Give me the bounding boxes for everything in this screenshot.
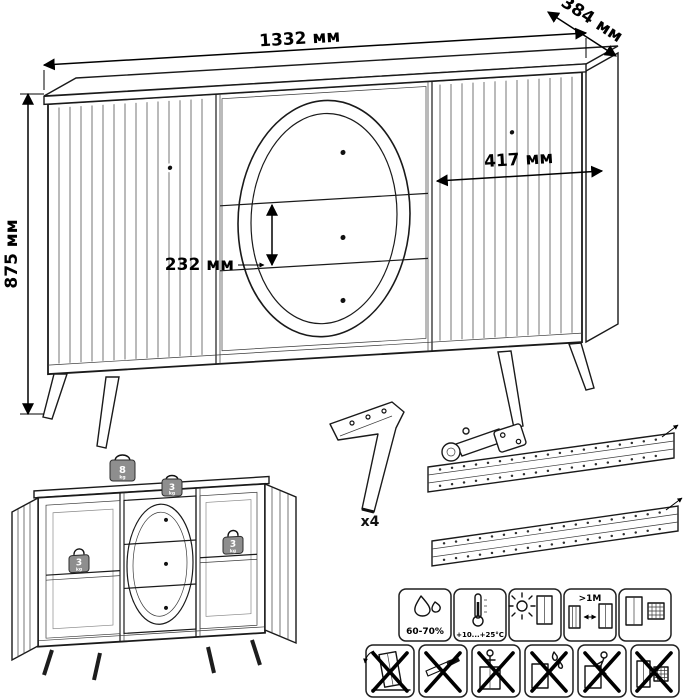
open-bottom-line bbox=[38, 626, 265, 642]
leg-mid-right bbox=[497, 350, 524, 429]
center-panel-frame bbox=[221, 86, 427, 352]
shelves bbox=[46, 553, 257, 576]
cabinet-side-face bbox=[585, 51, 619, 344]
top-load-weight: 8 kg bbox=[109, 454, 136, 482]
open-knob-top bbox=[164, 517, 168, 522]
no-overload-icon bbox=[630, 644, 680, 698]
drawer-knob-middle bbox=[340, 234, 346, 240]
top-load-value: 8 bbox=[119, 465, 126, 476]
cabinet-front-face bbox=[43, 63, 587, 376]
hinge-screw bbox=[462, 427, 470, 435]
cabinet-legs bbox=[42, 342, 595, 449]
width-label: 1332 мм bbox=[259, 27, 341, 52]
inner-width-label: 417 мм bbox=[484, 148, 554, 172]
open-left-door-flutes bbox=[17, 503, 31, 657]
open-oval-outer bbox=[126, 503, 194, 625]
min-distance-label: >1M bbox=[579, 594, 602, 604]
leg-screw-hole-3 bbox=[381, 408, 387, 414]
leg-screw-hole-2 bbox=[365, 414, 371, 420]
bottom-rail-line bbox=[48, 332, 582, 366]
drawer-load-weight: 3 kg bbox=[161, 474, 183, 497]
no-wet-cleaning-icon bbox=[524, 644, 574, 698]
no-climbing-icon bbox=[577, 644, 627, 698]
slide-direction-arrow-upper bbox=[661, 424, 679, 438]
open-view-body: 3 kg 3 kg bbox=[33, 475, 270, 648]
drawer-seams bbox=[220, 192, 428, 272]
open-oval-inner bbox=[132, 511, 188, 617]
drawer-slides-drawing bbox=[427, 424, 683, 567]
leg-front-left bbox=[42, 373, 68, 420]
leg-quantity-label: x4 bbox=[361, 514, 380, 530]
leg-foot-cap bbox=[361, 507, 375, 514]
left-back-panel bbox=[52, 508, 114, 630]
left-shelf-load-weight: 3 kg bbox=[68, 548, 90, 574]
dimension-height: 875 мм bbox=[2, 92, 44, 416]
sunlight-icon bbox=[508, 588, 562, 642]
open-right-door-flutes bbox=[271, 487, 289, 640]
front-divider-inner-lines bbox=[219, 81, 429, 364]
leg-screw-hole-1 bbox=[349, 420, 355, 426]
open-drawer-stack bbox=[123, 495, 197, 635]
right-door-knob bbox=[509, 130, 515, 135]
no-standing-icon bbox=[471, 644, 521, 698]
leg-part-drawing: x4 bbox=[329, 401, 405, 530]
sideboard-open-view: 3 kg 3 kg bbox=[11, 454, 297, 681]
shelf-edges bbox=[46, 558, 257, 581]
oval-ring-outer bbox=[237, 99, 411, 338]
drawer-knob-top bbox=[340, 149, 346, 155]
height-label: 875 мм bbox=[2, 219, 22, 288]
leg-part-edge-line bbox=[339, 415, 393, 437]
left-shelf-load-value: 3 bbox=[76, 558, 82, 568]
drawer-load-unit: kg bbox=[169, 491, 175, 497]
drawer-slide-lower bbox=[431, 497, 683, 567]
hinge-plate bbox=[493, 423, 527, 453]
right-shelf-load-value: 3 bbox=[230, 540, 236, 550]
humidity-label: 60-70% bbox=[406, 627, 444, 637]
open-drawer-seams bbox=[124, 539, 196, 590]
top-load-unit: kg bbox=[119, 475, 125, 481]
no-sharp-objects-icon bbox=[418, 644, 468, 698]
open-right-door bbox=[264, 482, 297, 645]
shelf-load-grid-icon bbox=[618, 588, 672, 642]
left-compartment bbox=[45, 500, 121, 639]
hinge-cup-inner bbox=[446, 447, 456, 457]
right-shelf-load-unit: kg bbox=[230, 548, 236, 554]
slide-direction-arrow-lower bbox=[665, 497, 683, 511]
heat-distance-icon: >1M bbox=[563, 588, 617, 642]
front-dividers bbox=[215, 81, 433, 365]
dimension-inner-width: 417 мм bbox=[435, 148, 604, 187]
dimension-width: 1332 мм bbox=[42, 27, 588, 90]
right-door-flutes bbox=[439, 76, 573, 341]
open-knob-middle bbox=[164, 561, 168, 566]
drawer-slide-upper bbox=[427, 424, 679, 493]
hinge-cup bbox=[441, 442, 461, 462]
care-icon-grid: 60-70% +10...+25°C >1M bbox=[363, 588, 680, 698]
humidity-icon: 60-70% bbox=[398, 588, 452, 642]
left-door-flutes bbox=[58, 98, 203, 364]
open-view-legs bbox=[42, 639, 262, 681]
leg-front-right bbox=[568, 342, 595, 391]
left-shelf-load-unit: kg bbox=[76, 566, 82, 572]
drawer-height-label: 232 мм bbox=[165, 255, 234, 275]
sideboard-main-view: 1332 мм 384 мм 875 мм 417 мм 232 мм bbox=[2, 0, 626, 449]
leg-mid-left bbox=[96, 376, 120, 449]
oval-ring-inner bbox=[250, 112, 398, 325]
anti-tip-warning-icon bbox=[363, 644, 415, 698]
temperature-label: +10...+25°C bbox=[456, 631, 504, 639]
temperature-icon: +10...+25°C bbox=[453, 588, 507, 642]
open-knob-bottom bbox=[164, 605, 168, 610]
left-door-knob bbox=[167, 165, 173, 171]
right-back-panel bbox=[205, 499, 252, 617]
drawer-knob-bottom bbox=[340, 297, 346, 303]
open-left-door bbox=[11, 496, 39, 662]
right-compartment bbox=[199, 491, 258, 630]
drawer-load-value: 3 bbox=[169, 483, 175, 493]
right-shelf-load-weight: 3 kg bbox=[222, 529, 244, 555]
dimension-drawer-height: 232 мм bbox=[165, 203, 278, 275]
